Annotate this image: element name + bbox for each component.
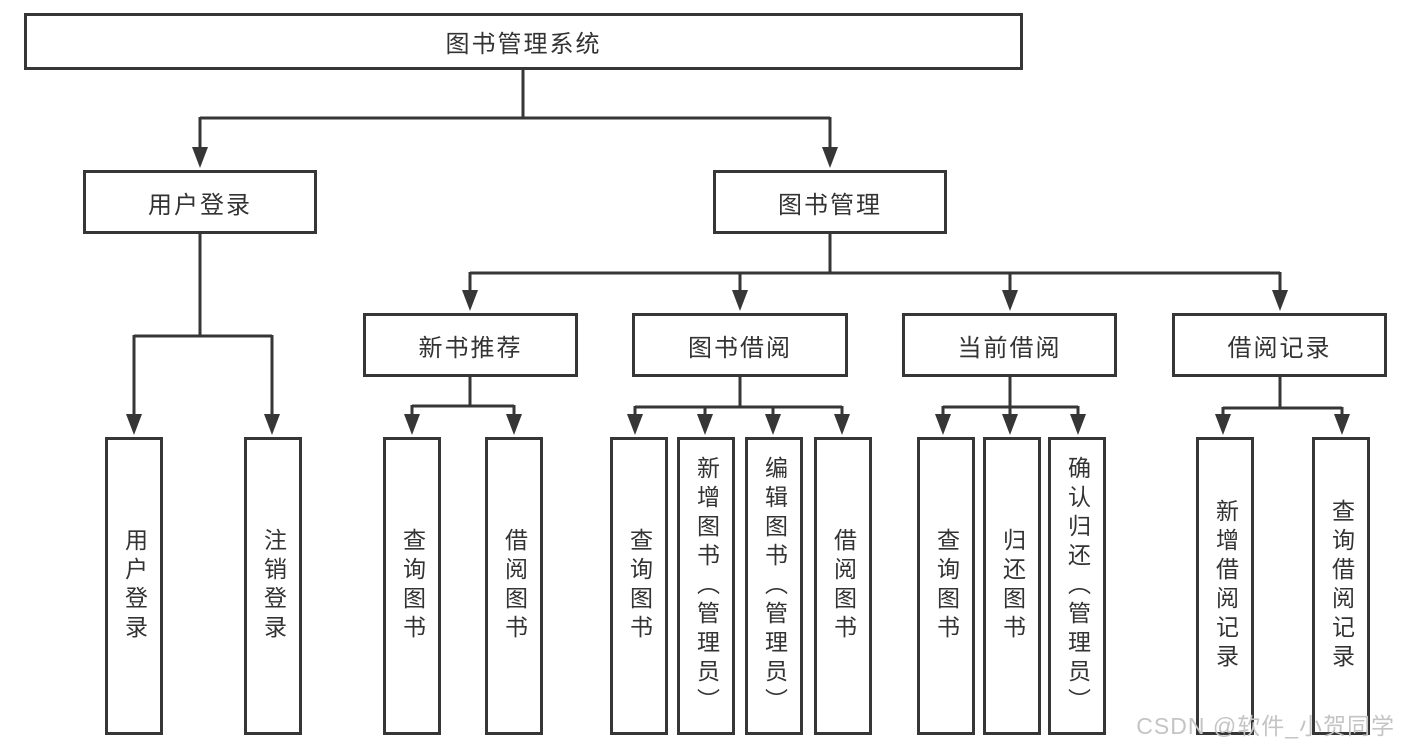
- leaf-return-books-label: 归还图书: [999, 528, 1026, 644]
- leaf-borrow-books-2-label: 借阅图书: [830, 528, 857, 644]
- leaf-edit-books-admin-label: 编辑图书（管理员）: [761, 455, 788, 717]
- leaf-query-books-1-label: 查询图书: [399, 528, 426, 644]
- leaf-query-books-3-label: 查询图书: [933, 528, 960, 644]
- csdn-watermark: CSDN @软件_小贺同学: [1136, 713, 1395, 739]
- node-current-borrow: 当前借阅: [902, 313, 1117, 377]
- leaf-confirm-return-admin-label: 确认归还（管理员）: [1064, 455, 1091, 717]
- leaf-query-books-3: 查询图书: [917, 437, 975, 735]
- node-user-login: 用户登录: [83, 170, 317, 234]
- node-new-book-recommend-label: 新书推荐: [418, 334, 523, 362]
- leaf-add-borrow-record-label: 新增借阅记录: [1212, 499, 1239, 673]
- node-user-login-label: 用户登录: [148, 191, 252, 219]
- node-book-borrow: 图书借阅: [632, 313, 848, 377]
- leaf-query-borrow-record: 查询借阅记录: [1312, 437, 1370, 735]
- node-borrow-records-label: 借阅记录: [1227, 334, 1332, 362]
- node-new-book-recommend: 新书推荐: [363, 313, 578, 377]
- leaf-borrow-books-1-label: 借阅图书: [501, 528, 528, 644]
- leaf-confirm-return-admin: 确认归还（管理员）: [1048, 437, 1106, 735]
- leaf-add-books-admin-label: 新增图书（管理员）: [693, 455, 720, 717]
- leaf-logout-label: 注销登录: [260, 528, 287, 644]
- node-root: 图书管理系统: [24, 13, 1023, 70]
- leaf-query-books-1: 查询图书: [383, 437, 441, 735]
- leaf-logout: 注销登录: [244, 437, 302, 735]
- node-book-management: 图书管理: [713, 170, 947, 234]
- leaf-query-books-2: 查询图书: [610, 437, 668, 735]
- node-book-management-label: 图书管理: [778, 191, 882, 219]
- node-book-borrow-label: 图书借阅: [688, 334, 792, 362]
- leaf-edit-books-admin: 编辑图书（管理员）: [745, 437, 803, 735]
- leaf-query-books-2-label: 查询图书: [626, 528, 653, 644]
- leaf-user-login-label: 用户登录: [121, 528, 148, 644]
- node-current-borrow-label: 当前借阅: [957, 334, 1062, 362]
- leaf-user-login: 用户登录: [105, 437, 163, 735]
- leaf-borrow-books-2: 借阅图书: [814, 437, 872, 735]
- leaf-add-borrow-record: 新增借阅记录: [1196, 437, 1254, 735]
- node-borrow-records: 借阅记录: [1172, 313, 1387, 377]
- leaf-query-borrow-record-label: 查询借阅记录: [1328, 499, 1355, 673]
- leaf-add-books-admin: 新增图书（管理员）: [677, 437, 735, 735]
- arrowhead-icons: [126, 147, 1350, 435]
- leaf-borrow-books-1: 借阅图书: [485, 437, 543, 735]
- node-root-label: 图书管理系统: [445, 31, 602, 58]
- leaf-return-books: 归还图书: [983, 437, 1041, 735]
